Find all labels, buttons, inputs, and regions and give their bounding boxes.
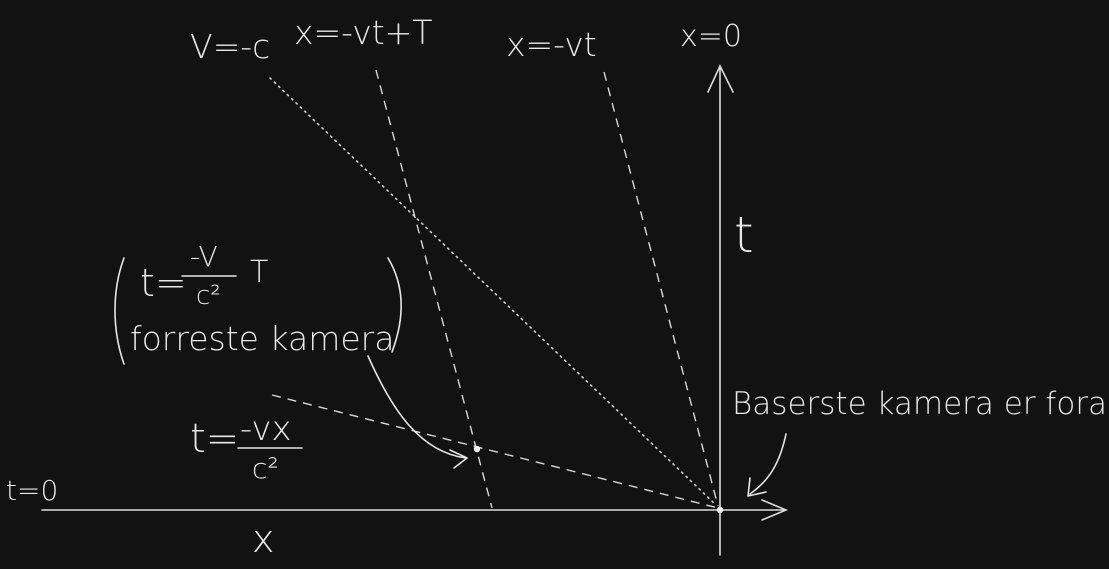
front-worldline-label: x=-vt bbox=[506, 25, 597, 64]
event-time-denominator: c² bbox=[196, 281, 221, 311]
shifted-worldline bbox=[375, 69, 493, 509]
event-time-numerator: -V bbox=[190, 240, 218, 273]
slope-numerator: -vx bbox=[240, 409, 292, 449]
origin-worldline-label: x=0 bbox=[680, 19, 742, 54]
shifted-worldline-label: x=-vt+T bbox=[294, 13, 432, 52]
event-time-lhs: t= bbox=[140, 261, 187, 305]
front-worldline bbox=[603, 71, 719, 507]
caption-arrow bbox=[367, 355, 468, 469]
slope-lhs: t= bbox=[190, 416, 239, 462]
event-point bbox=[473, 445, 481, 453]
simultaneity-line bbox=[271, 394, 719, 509]
event-caption: forreste kamera bbox=[130, 319, 394, 358]
light-line-label: V=-c bbox=[190, 27, 270, 66]
slope-denominator: c² bbox=[252, 452, 279, 485]
time-axis-label: t bbox=[734, 206, 754, 264]
left-bracket bbox=[114, 257, 125, 365]
origin-point bbox=[716, 506, 724, 514]
light-line bbox=[269, 77, 717, 506]
event-time-note: t= -V c² T forreste kamera bbox=[114, 240, 403, 365]
right-bracket bbox=[387, 257, 403, 353]
slope-equation: t= -vx c² bbox=[190, 409, 303, 485]
space-axis-label: x bbox=[252, 517, 275, 561]
x-axis bbox=[41, 499, 789, 521]
origin-note-arrow bbox=[747, 433, 787, 497]
t-axis bbox=[707, 64, 734, 556]
event-time-factor: T bbox=[250, 255, 268, 290]
t-zero-label: t=0 bbox=[6, 474, 58, 507]
origin-note: Baserste kamera er foran bbox=[732, 386, 1109, 422]
